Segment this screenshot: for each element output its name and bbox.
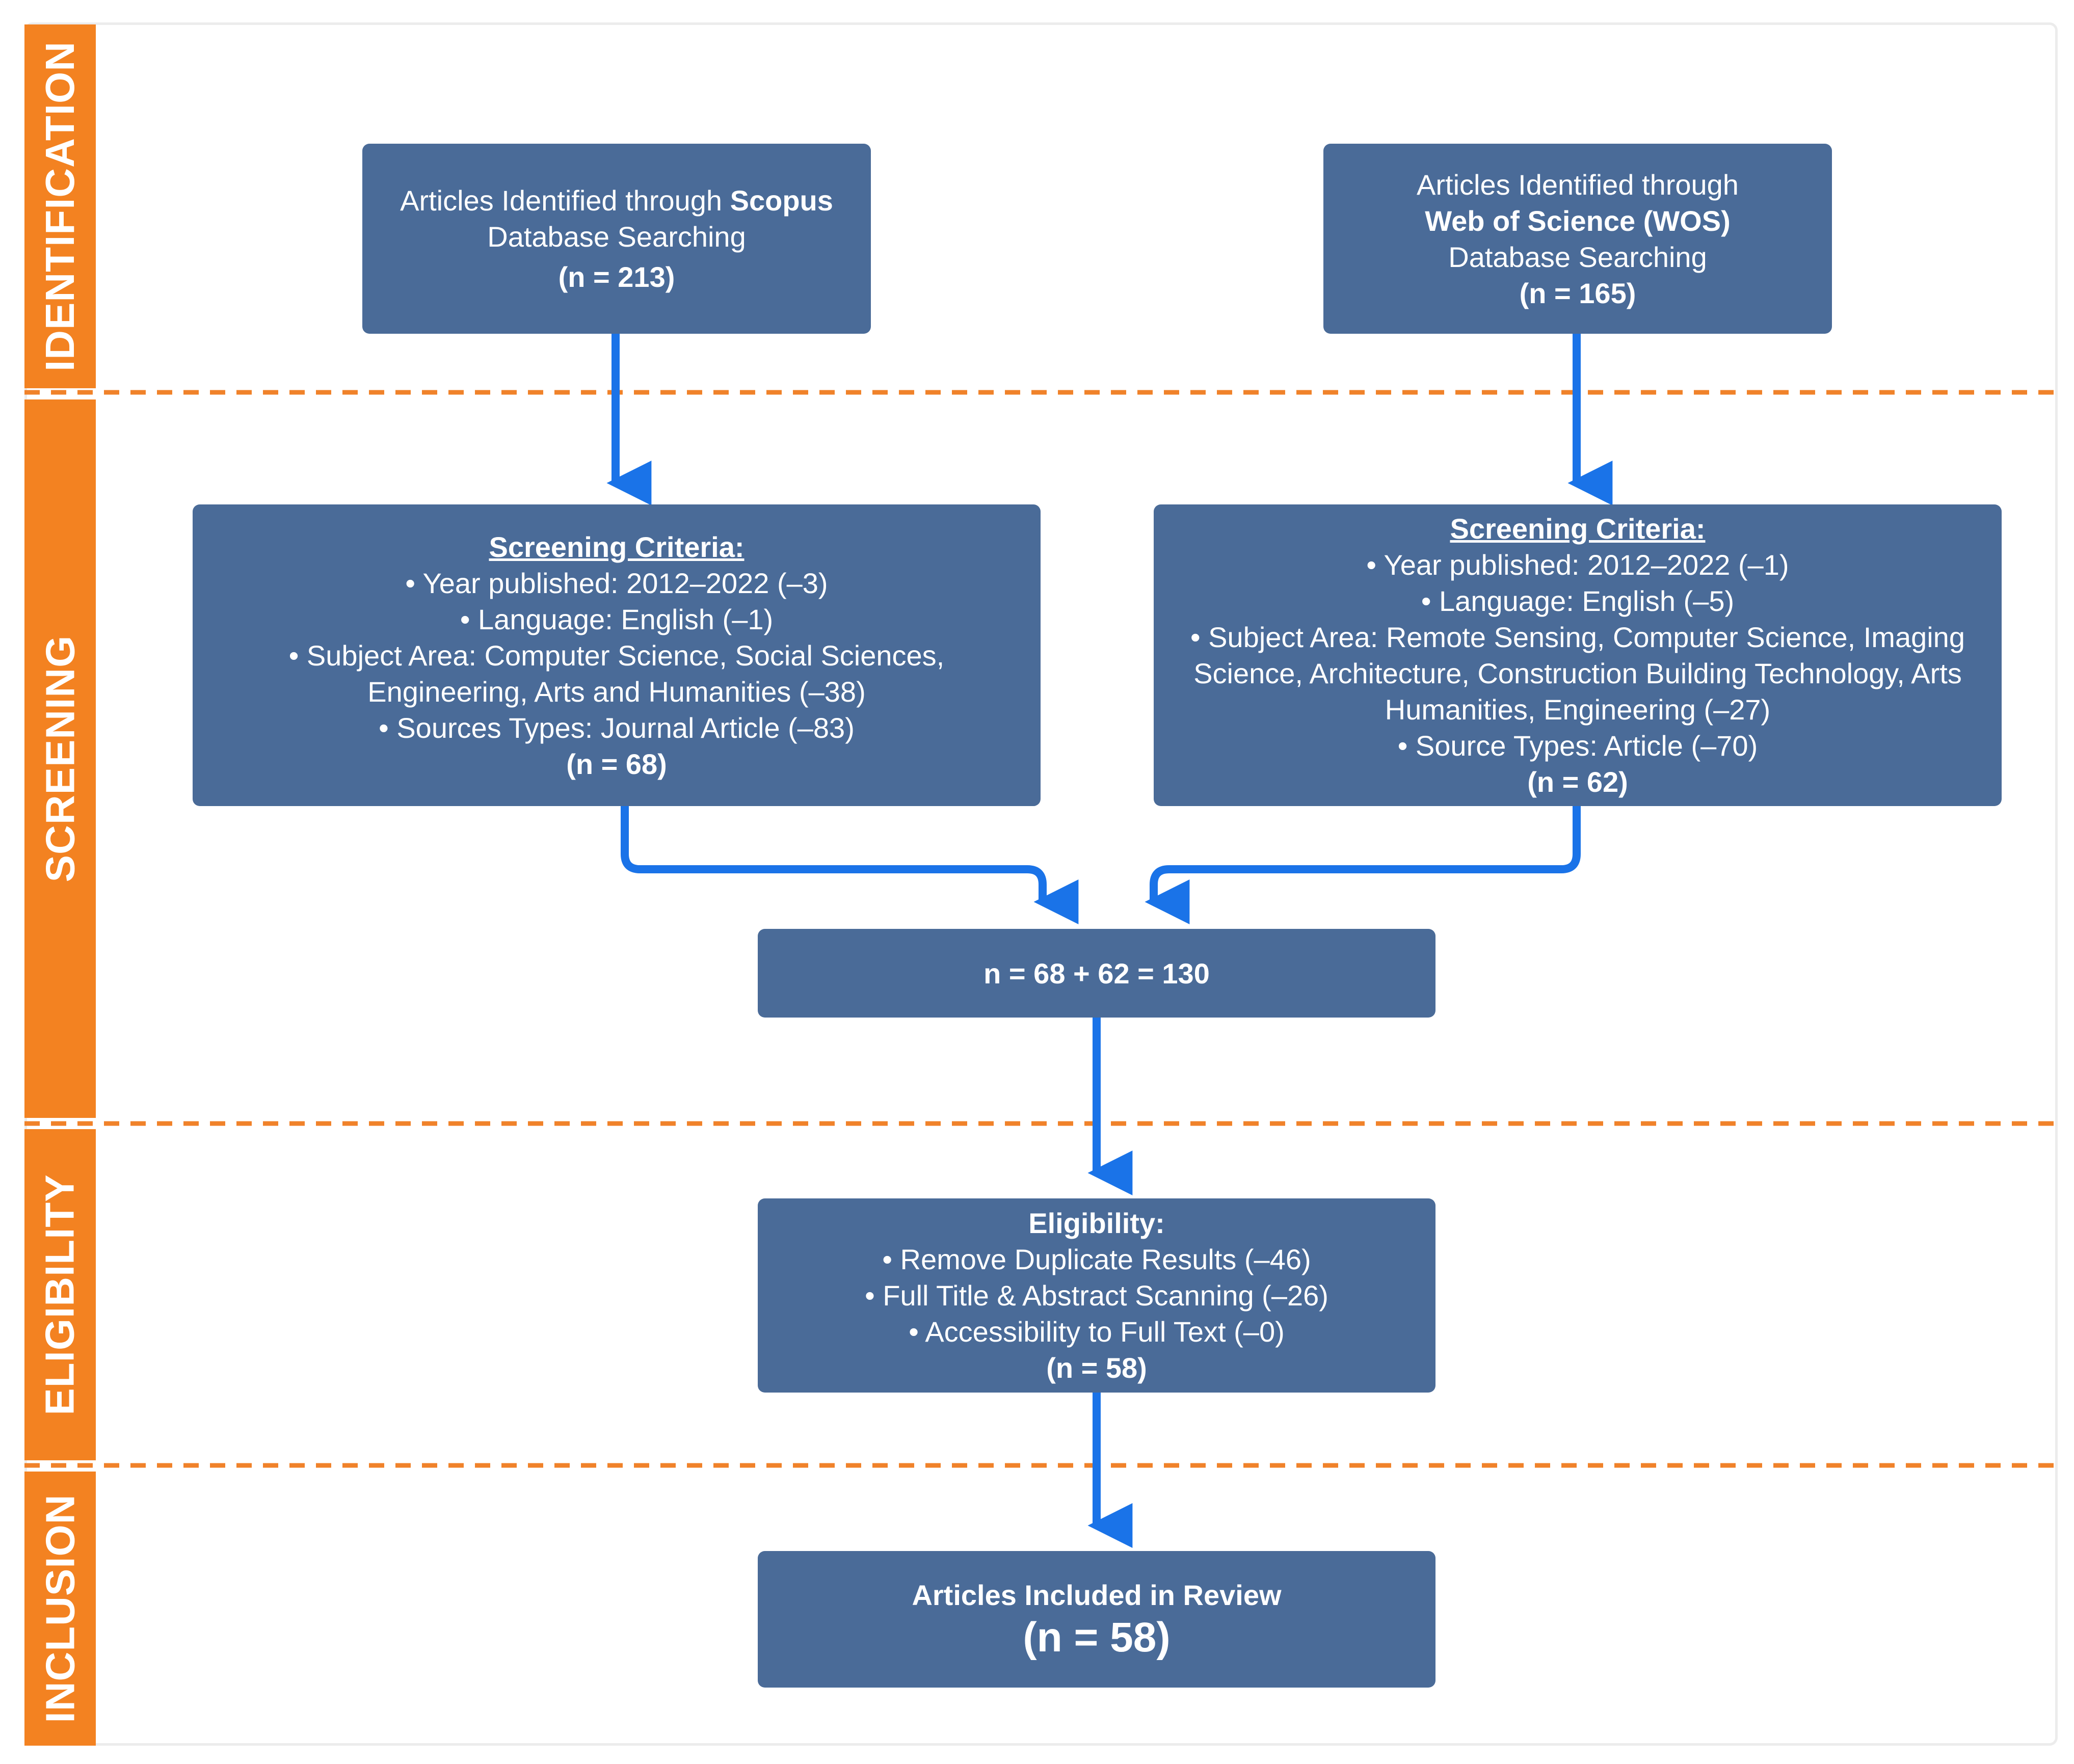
arrow-scopus-screening-to-combined: [621, 806, 1079, 924]
scopus-screening-criterion: • Sources Types: Journal Article (–83): [379, 711, 855, 744]
inclusion-title: Articles Included in Review: [912, 1579, 1282, 1611]
scopus-database-name: Scopus: [730, 184, 833, 217]
inclusion-count: (n = 58): [1023, 1614, 1171, 1661]
wos-screening-criterion: • Language: English (–5): [1421, 585, 1735, 617]
wos-screening-criterion: • Source Types: Article (–70): [1397, 730, 1758, 762]
scopus-identification-line1: Articles Identified through Scopus: [400, 184, 833, 217]
scopus-screening-criterion: • Year published: 2012–2022 (–3): [405, 567, 828, 599]
wos-screening-heading: Screening Criteria:: [1450, 513, 1706, 545]
wos-screening-criterion: • Year published: 2012–2022 (–1): [1366, 549, 1789, 581]
eligibility-count: (n = 58): [1046, 1352, 1147, 1384]
scopus-screening-heading: Screening Criteria:: [489, 530, 744, 563]
scopus-identification-line2: Database Searching: [487, 221, 746, 253]
arrow-wos-screening-to-combined: [1145, 806, 1581, 924]
eligibility-box: Eligibility: • Remove Duplicate Results …: [758, 1198, 1435, 1393]
scopus-screening-criterion: Engineering, Arts and Humanities (–38): [367, 675, 866, 708]
wos-identification-count: (n = 165): [1519, 277, 1636, 309]
scopus-screening-criterion: • Subject Area: Computer Science, Social…: [288, 639, 945, 672]
combined-total-text: n = 68 + 62 = 130: [983, 957, 1210, 990]
phase-bar-screening: [24, 399, 96, 1118]
wos-database-name: Web of Science (WOS): [1425, 204, 1731, 237]
wos-screening-criterion: • Subject Area: Remote Sensing, Computer…: [1190, 621, 1965, 653]
wos-identification-box: Articles Identified through Web of Scien…: [1323, 144, 1832, 334]
phase-bar-inclusion: [24, 1472, 96, 1746]
wos-identification-line1: Articles Identified through: [1417, 168, 1739, 201]
eligibility-criterion: • Accessibility to Full Text (–0): [909, 1316, 1285, 1348]
scopus-screening-box: Screening Criteria: • Year published: 20…: [193, 504, 1041, 806]
phase-bar-eligibility: [24, 1129, 96, 1460]
phase-bar-identification: [24, 24, 96, 388]
wos-screening-box: Screening Criteria: • Year published: 20…: [1154, 504, 2002, 806]
eligibility-criterion: • Full Title & Abstract Scanning (–26): [865, 1279, 1328, 1312]
wos-screening-count: (n = 62): [1527, 766, 1628, 798]
scopus-screening-count: (n = 68): [566, 747, 667, 780]
wos-screening-criterion: Humanities, Engineering (–27): [1385, 693, 1771, 726]
wos-screening-criterion: Science, Architecture, Construction Buil…: [1193, 657, 1962, 689]
eligibility-heading: Eligibility:: [1028, 1207, 1165, 1239]
scopus-identification-count: (n = 213): [558, 261, 675, 293]
wos-identification-line3: Database Searching: [1448, 240, 1707, 273]
inclusion-box: Articles Included in Review (n = 58): [758, 1551, 1435, 1688]
eligibility-criterion: • Remove Duplicate Results (–46): [882, 1243, 1311, 1275]
scopus-screening-criterion: • Language: English (–1): [460, 603, 774, 635]
combined-total-box: n = 68 + 62 = 130: [758, 929, 1435, 1018]
scopus-identification-box: Articles Identified through Scopus Datab…: [362, 144, 871, 334]
